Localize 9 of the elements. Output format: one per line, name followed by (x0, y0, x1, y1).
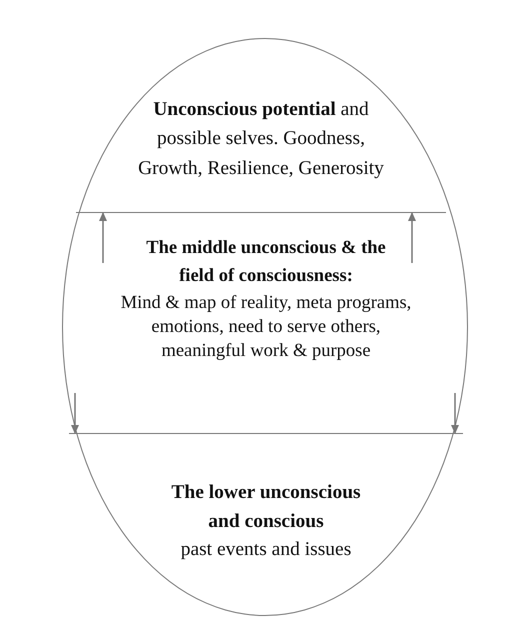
arrow (71, 393, 79, 434)
section-text: past events and issues (180, 538, 352, 562)
section-text: Mind & map of reality, meta programs, emotions, need to serve others, meaningful work & purpose (120, 292, 412, 363)
arrow (451, 393, 459, 434)
arrow (99, 212, 107, 263)
section-paragraph: Unconscious potential and possible selves. Goodness, Growth, Resilience, Generosity (137, 98, 385, 180)
section-heading: The middle unconscious & the field of consciousness: (145, 237, 387, 288)
oval-outline (62, 38, 468, 616)
arrow (408, 212, 416, 263)
